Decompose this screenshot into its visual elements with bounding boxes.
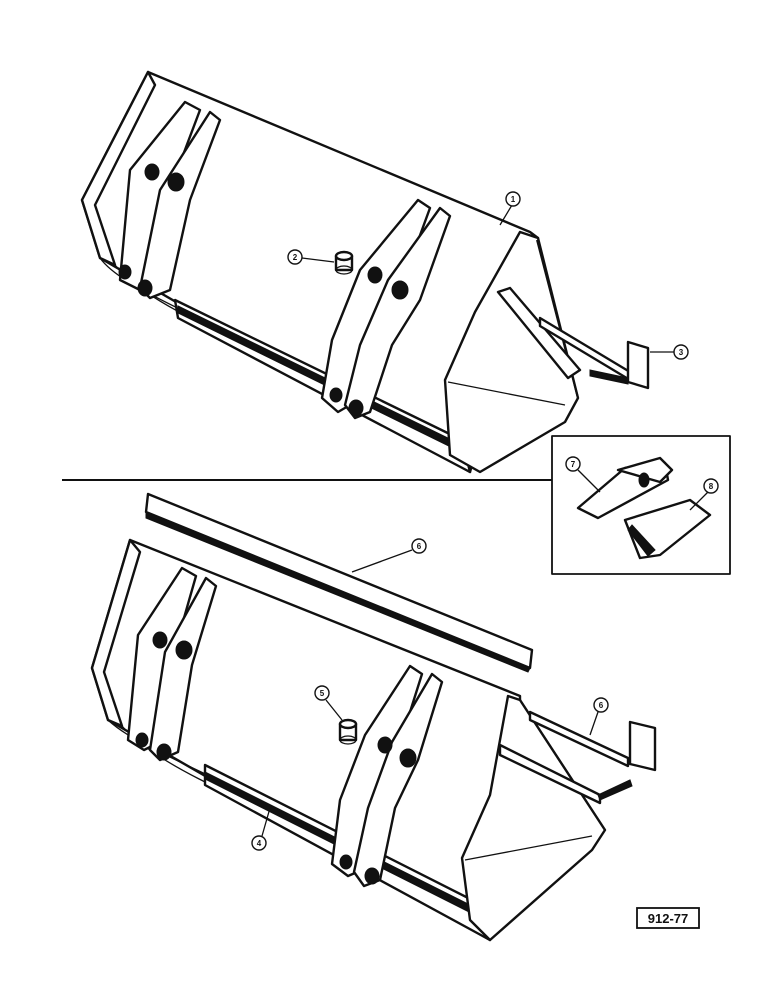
callout-7: 7: [565, 456, 601, 493]
callout-7-label: 7: [571, 460, 576, 469]
callout-8-label: 8: [709, 482, 714, 491]
figure-number: 912-77: [636, 907, 700, 929]
teeth-inset-box: [551, 435, 731, 575]
callout-1-label: 1: [511, 195, 516, 204]
callout-6a-label: 6: [417, 542, 422, 551]
callout-3-label: 3: [679, 348, 684, 357]
callout-3: 3: [650, 344, 689, 360]
callout-8: 8: [689, 478, 719, 511]
tooth-part-7: [576, 456, 674, 520]
upper-side-edge: [496, 286, 650, 390]
callout-5: 5: [314, 685, 343, 721]
callout-6-bar: 6: [351, 538, 427, 573]
upper-loader-bucket: [80, 70, 650, 474]
callout-2: 2: [287, 249, 335, 265]
callout-6b-label: 6: [599, 701, 604, 710]
lower-side-edge: [498, 710, 657, 805]
cutting-edge-bar: [144, 492, 534, 673]
callout-6-side: 6: [589, 697, 609, 736]
upper-right-mount-bracket: [320, 198, 452, 420]
lower-right-mount-bracket: [330, 664, 444, 888]
callout-2-label: 2: [293, 253, 298, 262]
callout-1: 1: [499, 191, 521, 226]
tooth-part-8: [623, 498, 712, 560]
figure-number-label: 912-77: [648, 911, 688, 926]
upper-bushing: [334, 250, 354, 275]
lower-loader-bucket: [90, 492, 657, 942]
lower-bushing: [338, 718, 358, 745]
upper-left-mount-bracket: [118, 100, 222, 300]
callout-5-label: 5: [320, 689, 325, 698]
callout-4-label: 4: [257, 839, 262, 848]
lower-left-mount-bracket: [126, 566, 218, 762]
callout-4: 4: [251, 807, 271, 851]
